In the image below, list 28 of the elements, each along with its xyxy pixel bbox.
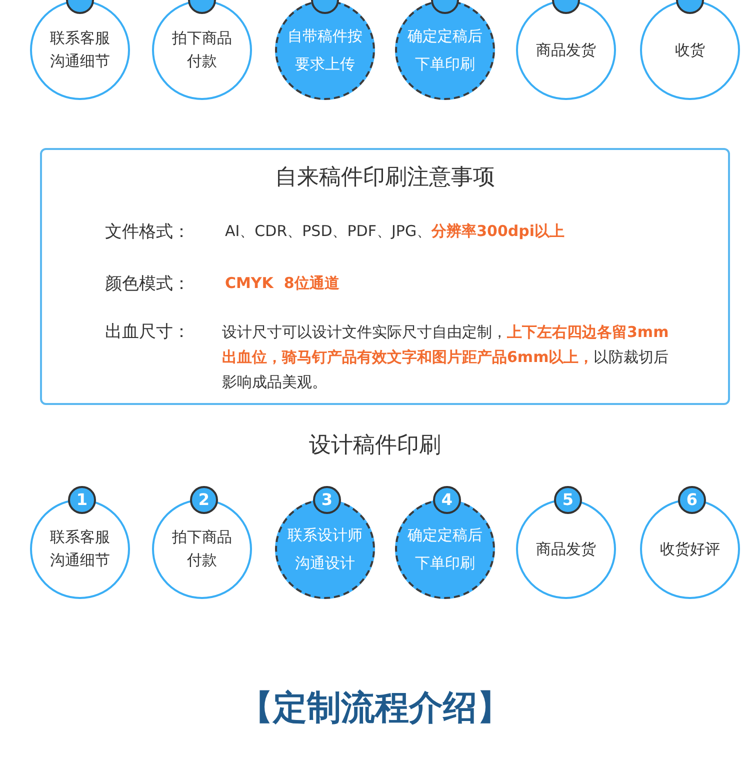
notice-panel — [40, 148, 730, 405]
page-heading: 【定制流程介绍】 — [238, 687, 512, 730]
step-text: 收货 — [674, 40, 706, 60]
step-number: 2 — [190, 486, 218, 514]
field-label: 出血尺寸： — [105, 321, 190, 343]
field-value: AI、CDR、PSD、PDF、JPG、分辨率300dpi以上 — [225, 222, 565, 241]
step-text: 确定定稿后下单印刷 — [407, 525, 483, 574]
step-text: 联系客服沟通细节 — [50, 527, 110, 571]
step-text: 拍下商品付款 — [172, 527, 232, 571]
step-number: 5 — [554, 486, 582, 514]
step-number: 6 — [678, 486, 706, 514]
field-label: 文件格式： — [105, 221, 190, 243]
step-text: 拍下商品付款 — [172, 28, 232, 72]
step-text: 联系设计师沟通设计 — [287, 525, 363, 574]
step-text: 确定定稿后下单印刷 — [407, 26, 483, 75]
section-heading: 设计稿件印刷 — [308, 432, 442, 460]
step-number: 1 — [68, 486, 96, 514]
field-label: 颜色模式： — [105, 273, 190, 295]
step-text: 自带稿件按要求上传 — [287, 26, 363, 75]
step-number: 3 — [313, 486, 341, 514]
field-value: CMYK 8位通道 — [225, 274, 340, 293]
step-text: 联系客服沟通细节 — [50, 28, 110, 72]
step-text: 收货好评 — [660, 538, 720, 560]
step-text: 商品发货 — [536, 538, 596, 560]
step-text: 商品发货 — [536, 40, 596, 60]
panel-heading: 自来稿件印刷注意事项 — [274, 164, 496, 192]
field-value: 设计尺寸可以设计文件实际尺寸自由定制，上下左右四边各留3mm出血位，骑马钉产品有效文字和图片距产品6mm以上，以防裁切后影响成品美观。 — [222, 322, 670, 393]
step-number: 4 — [433, 486, 461, 514]
